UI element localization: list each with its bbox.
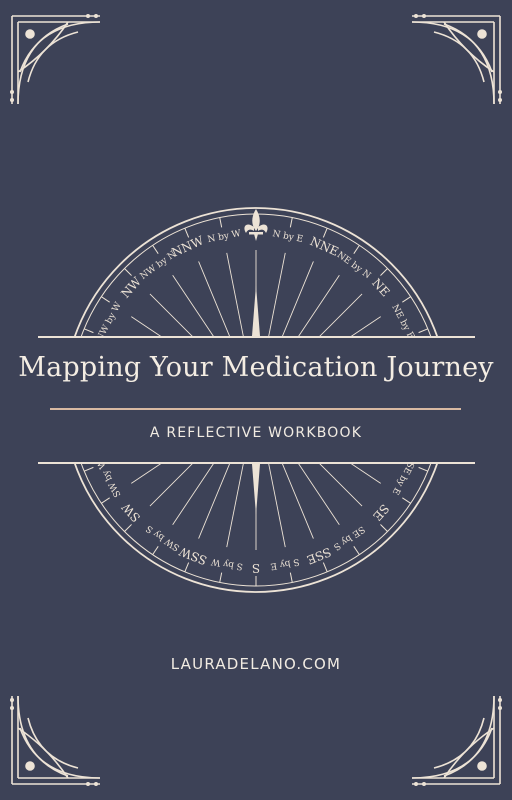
compass-tick	[402, 497, 411, 504]
compass-label: S by E	[270, 556, 301, 571]
compass-label: SE by E	[390, 460, 416, 496]
compass-label: SW by S	[145, 523, 182, 553]
compass-tick	[322, 562, 328, 573]
compass-tick	[219, 572, 223, 583]
corner-ornament-bottom-left	[8, 696, 100, 788]
compass-tick	[152, 546, 159, 555]
compass-tick	[380, 268, 388, 276]
compass-label: N by W	[207, 229, 243, 245]
author-website: LAURADELANO.COM	[170, 655, 342, 673]
compass-label: SW	[119, 500, 144, 525]
compass-label: SSE	[305, 545, 333, 567]
compass-label: NNE	[308, 234, 341, 259]
compass-tick	[418, 328, 429, 334]
book-subtitle: A REFLECTIVE WORKBOOK	[149, 425, 363, 441]
compass-label: NNW	[170, 233, 207, 260]
compass-tick	[380, 524, 388, 532]
compass-label: SE by S	[331, 524, 366, 552]
compass-tick	[418, 466, 429, 472]
compass-label: SE	[370, 501, 392, 523]
compass-label: N by E	[271, 229, 303, 245]
title-band	[38, 337, 475, 464]
compass-tick	[322, 227, 328, 238]
compass-label: SSW	[177, 544, 209, 568]
compass-label: S	[252, 561, 260, 575]
compass-tick	[219, 217, 223, 228]
compass-tick	[353, 245, 360, 254]
compass-tick	[124, 524, 132, 532]
compass-tick	[289, 217, 293, 228]
compass-label: NE	[369, 276, 392, 300]
corner-ornament-bottom-right	[412, 696, 504, 788]
compass-tick	[184, 227, 190, 238]
book-title: Mapping Your Medication Journey	[18, 352, 494, 383]
title-underline	[50, 408, 461, 410]
compass-tick	[101, 497, 110, 504]
compass-tick	[101, 296, 110, 303]
compass-label: NE by N	[335, 250, 372, 281]
compass-tick	[83, 328, 94, 334]
compass-label: S by W	[210, 556, 244, 572]
compass-tick	[152, 245, 159, 254]
corner-ornament-top-right	[412, 12, 504, 104]
compass-tick	[353, 546, 360, 555]
compass-tick	[124, 268, 132, 276]
compass-tick	[184, 562, 190, 573]
corner-ornament-top-left	[8, 12, 100, 104]
fleur-de-lis-icon	[244, 209, 268, 241]
compass-tick	[289, 572, 293, 583]
compass-tick	[83, 466, 94, 472]
compass-tick	[402, 296, 411, 303]
bottom-divider	[38, 462, 475, 464]
top-divider	[38, 336, 475, 338]
